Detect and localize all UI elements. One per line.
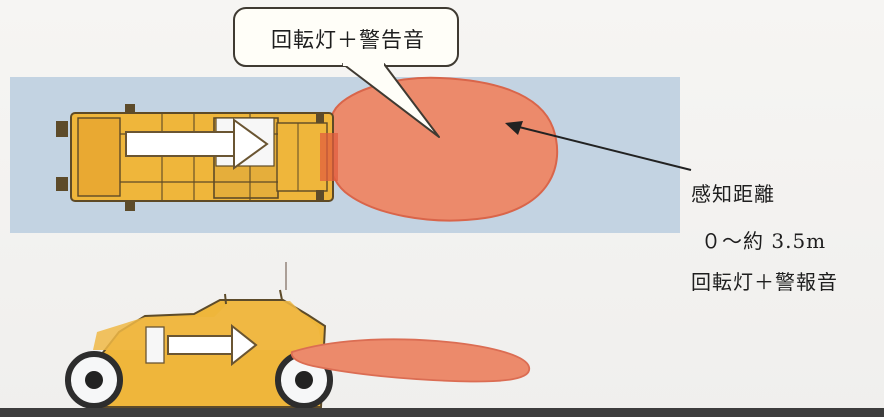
side-direction-arrow <box>167 323 258 367</box>
bubble-label: 回転灯＋警告音 <box>271 28 425 52</box>
vehicle-top-view-icon <box>56 104 338 211</box>
warning-mode-label: 回転灯＋警報音 <box>691 270 838 294</box>
bottom-strip <box>0 408 884 417</box>
detection-distance-label: 感知距離 <box>691 182 775 206</box>
detection-zone-top <box>325 76 559 222</box>
warning-bubble <box>233 7 459 138</box>
distance-pointer-arrow <box>505 121 692 171</box>
top-direction-arrow <box>125 118 269 170</box>
detection-distance-value: ０～約 3.5m <box>701 229 827 253</box>
detection-zone-side <box>290 338 530 383</box>
vehicle-side-view-icon <box>65 262 333 409</box>
